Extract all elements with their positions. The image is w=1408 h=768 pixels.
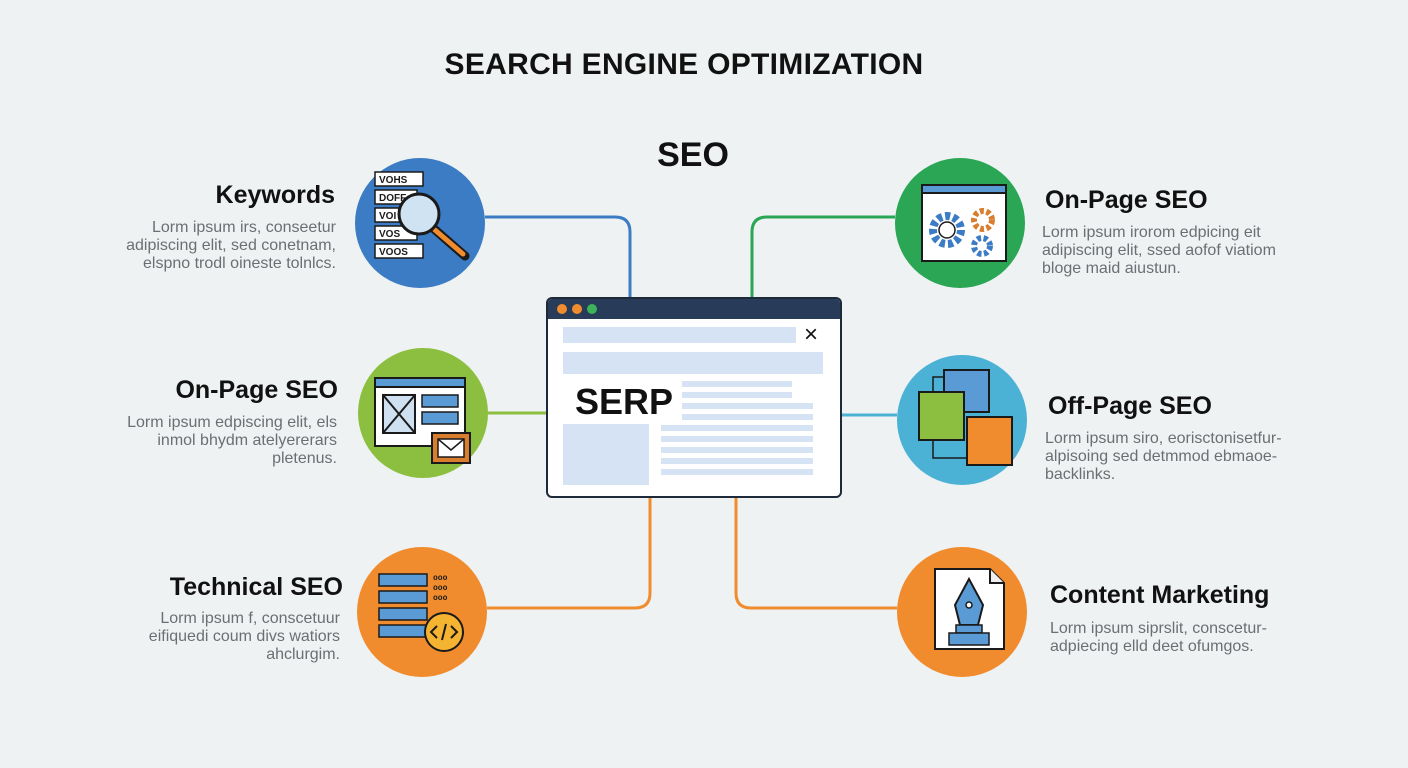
window-dot: [587, 304, 597, 314]
window-dot: [572, 304, 582, 314]
desc-line: bloge maid aiustun.: [1042, 260, 1181, 277]
text-line: [661, 447, 813, 453]
text-line: [682, 403, 813, 409]
text-line: [661, 425, 813, 431]
subtitle: SEO: [657, 136, 729, 174]
result-bar: [563, 352, 823, 374]
icon-label: DOFF: [379, 193, 406, 204]
text-line: [682, 414, 813, 420]
desc-line: backlinks.: [1045, 466, 1116, 483]
desc-line: ahclurgim.: [266, 646, 340, 663]
webpage-layout-icon: [374, 377, 471, 464]
on-page-left-description: Lorm ipsum edpiscing elit, els inmol bhy…: [127, 414, 337, 468]
pen-document-icon: [934, 568, 1005, 650]
desc-line: elspno trodl oineste tolnlcs.: [143, 255, 336, 272]
keywords-description: Lorm ipsum irs, conseetur adipiscing eli…: [126, 219, 336, 273]
off-page-description: Lorm ipsum siro, eorisctonisetfur- alpis…: [1045, 430, 1282, 484]
close-icon: ×: [804, 321, 819, 348]
image-placeholder: [563, 424, 649, 485]
window-titlebar: [548, 299, 840, 319]
text-line: [682, 392, 792, 398]
magnifier-keywords-icon: VOHS DOFF VOI VOS VOOS: [374, 171, 470, 261]
icon-label: VOI: [379, 211, 396, 222]
desc-line: eifiquedi coum divs watiors: [148, 628, 340, 645]
connector-technical: [487, 496, 652, 610]
icon-label: VOS: [379, 229, 400, 240]
desc-line: adpiecing elld deet ofumgos.: [1050, 638, 1254, 655]
content-title: Content Marketing: [1050, 581, 1270, 609]
connector-keywords: [485, 215, 632, 297]
keywords-title: Keywords: [215, 181, 335, 209]
serp-window: × SERP: [546, 297, 842, 498]
on-page-right-circle: [895, 158, 1025, 288]
desc-line: Lorm ipsum siro, eorisctonisetfur-: [1045, 430, 1282, 447]
on-page-left-title: On-Page SEO: [175, 376, 338, 404]
off-page-circle: [897, 355, 1027, 485]
text-line: [682, 381, 792, 387]
keywords-circle: VOHS DOFF VOI VOS VOOS: [355, 158, 485, 288]
search-bar-placeholder: [563, 327, 796, 343]
desc-line: Lorm ipsum siprslit, conscetur-: [1050, 620, 1267, 637]
desc-line: alpisoing sed detmmod ebmaoe-: [1045, 448, 1278, 465]
on-page-right-title: On-Page SEO: [1045, 186, 1208, 214]
off-page-title: Off-Page SEO: [1048, 392, 1212, 420]
desc-line: Lorm ipsum irorom edpicing eit: [1042, 224, 1261, 241]
svg-text:ooo: ooo: [433, 594, 448, 603]
svg-text:ooo: ooo: [433, 584, 448, 593]
connector-on-page-right: [750, 215, 895, 297]
desc-line: adipiscing elit, sed conetnam,: [126, 237, 336, 254]
technical-description: Lorm ipsum f, conscetuur eifiquedi coum …: [149, 610, 340, 664]
on-page-left-circle: [358, 348, 488, 478]
connector-content: [734, 496, 897, 610]
text-line: [661, 458, 813, 464]
on-page-right-description: Lorm ipsum irorom edpicing eit adipiscin…: [1042, 224, 1276, 278]
content-description: Lorm ipsum siprslit, conscetur- adpiecin…: [1050, 620, 1267, 656]
desc-line: Lorm ipsum f, conscetuur: [160, 610, 340, 627]
content-circle: [897, 547, 1027, 677]
window-dot: [557, 304, 567, 314]
serp-label: SERP: [575, 381, 674, 422]
desc-line: inmol bhydm atelyererars: [157, 432, 337, 449]
icon-label: VOHS: [379, 175, 408, 186]
linked-pages-icon: [918, 369, 1013, 466]
svg-text:ooo: ooo: [433, 574, 448, 583]
text-line: [661, 436, 813, 442]
page-title: SEARCH ENGINE OPTIMIZATION: [444, 48, 924, 81]
gears-browser-icon: [921, 184, 1007, 262]
icon-label: VOOS: [379, 247, 408, 258]
desc-line: Lorm ipsum irs, conseetur: [151, 219, 336, 236]
desc-line: pletenus.: [272, 450, 337, 467]
text-line: [661, 469, 813, 475]
desc-line: adipiscing elit, ssed aofof viatiom: [1042, 242, 1276, 259]
technical-title: Technical SEO: [169, 573, 343, 601]
desc-line: Lorm ipsum edpiscing elit, els: [127, 414, 337, 431]
